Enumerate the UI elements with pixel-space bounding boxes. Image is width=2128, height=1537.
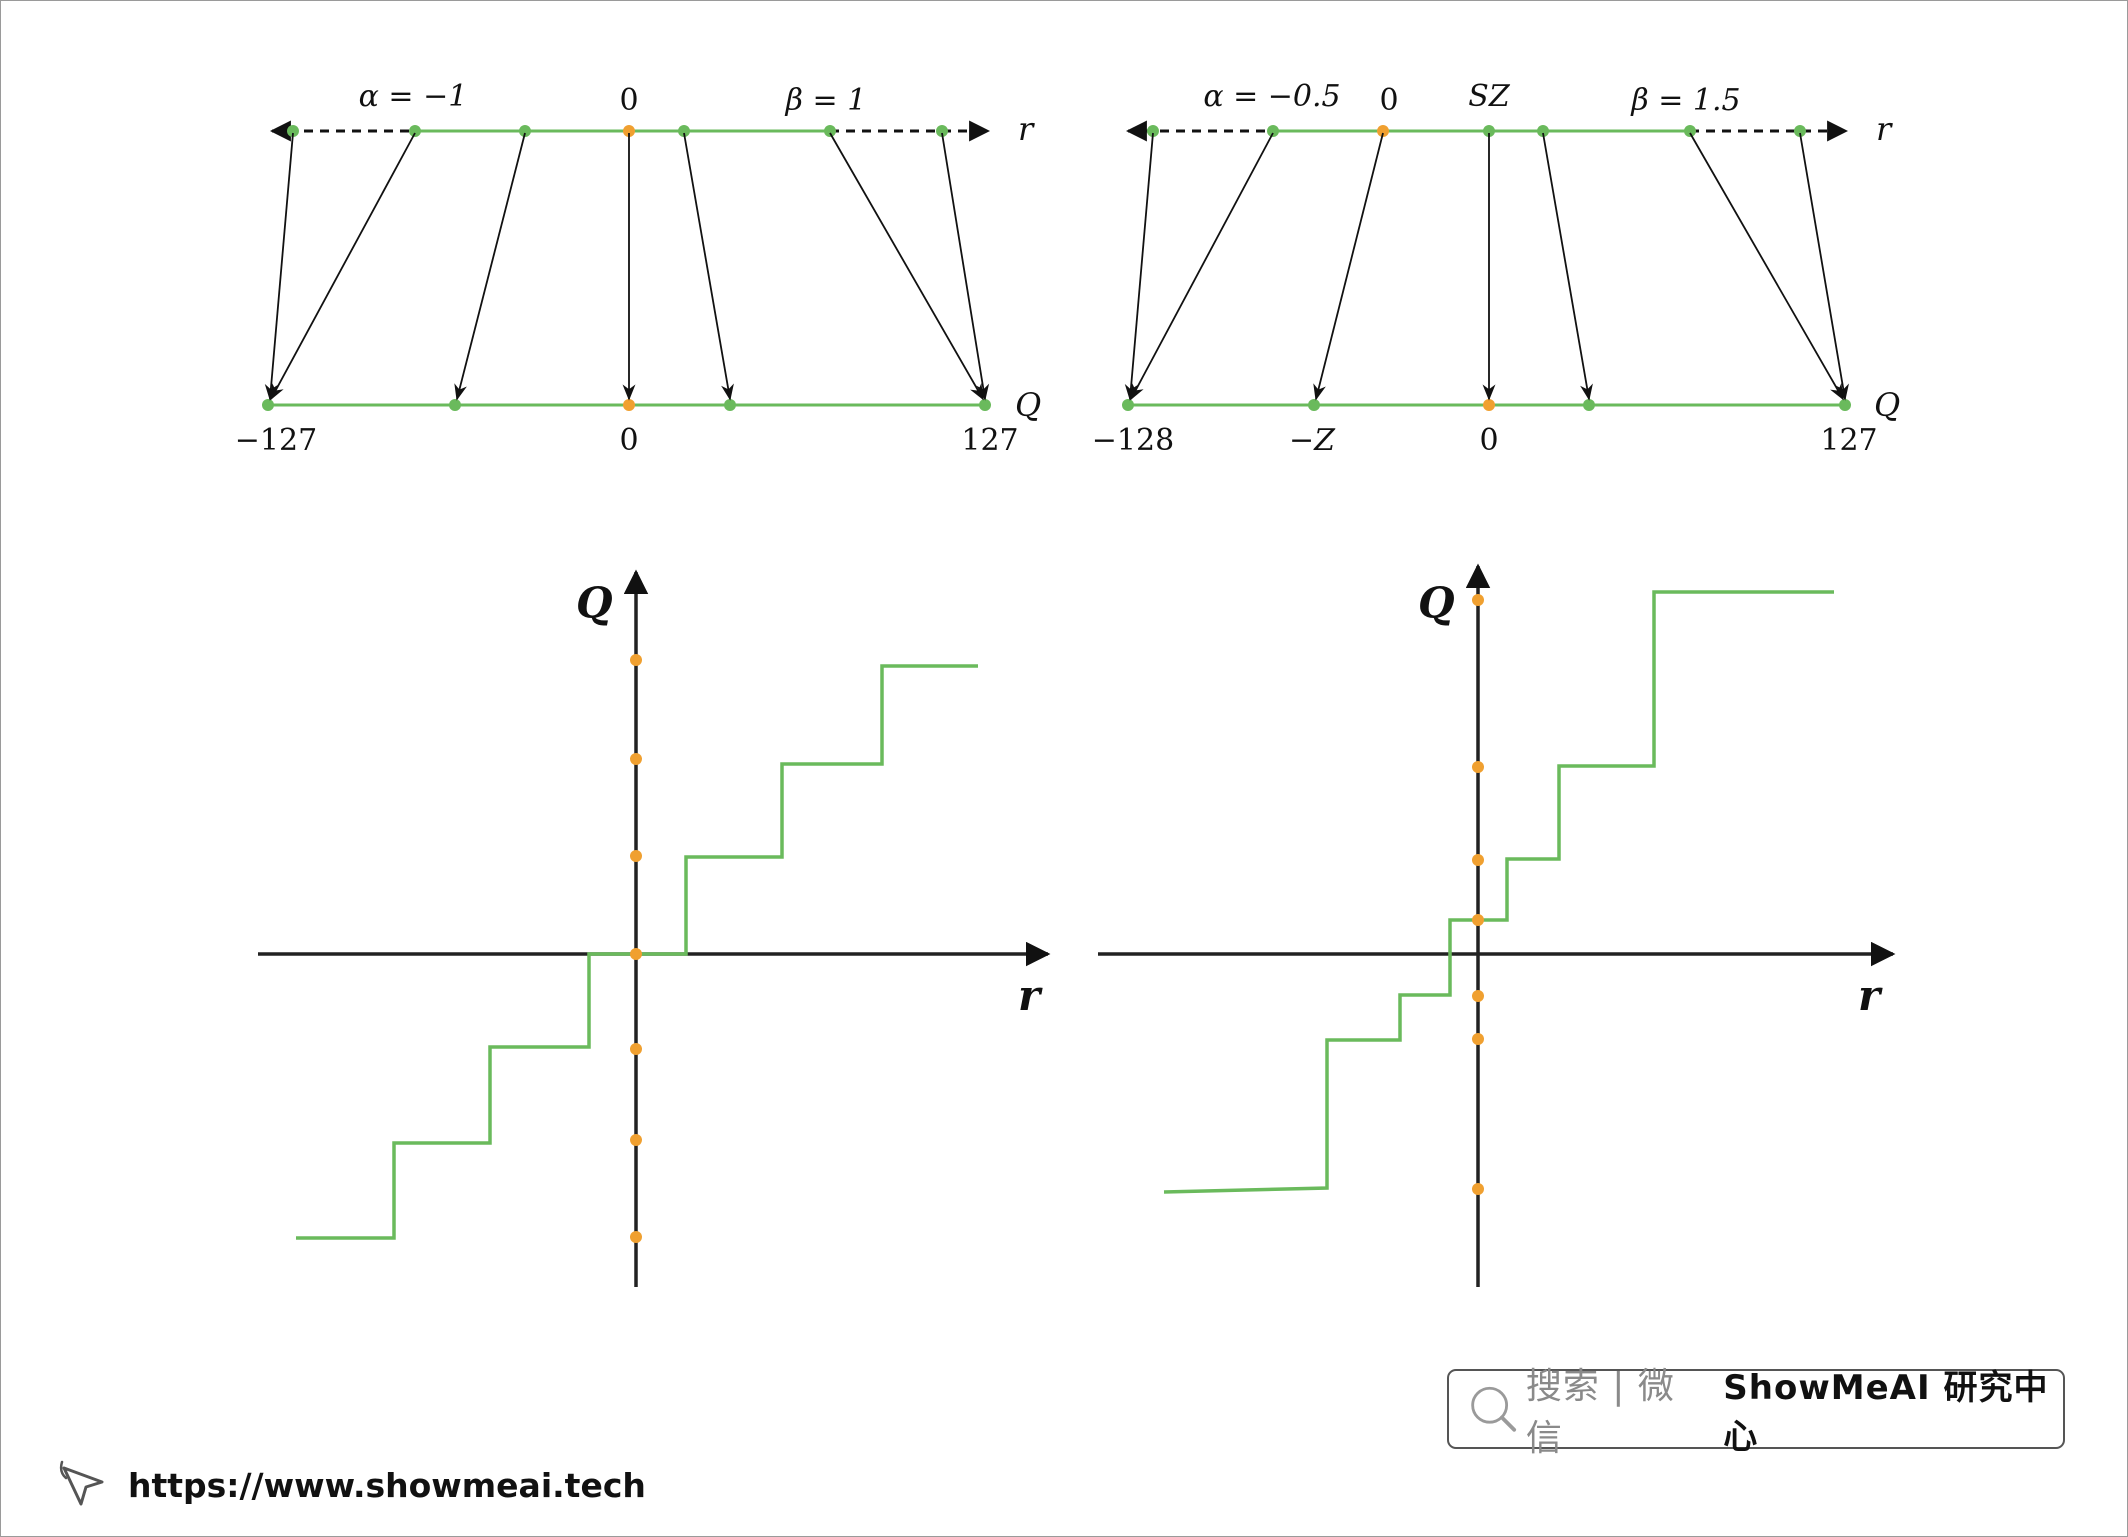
q-axis-label: Q xyxy=(1015,386,1041,424)
r-point xyxy=(287,125,299,137)
q-point-neg-z xyxy=(1308,399,1320,411)
mapping-arrows xyxy=(264,132,990,401)
q-point-min xyxy=(1122,399,1134,411)
beta-label: β = 1 xyxy=(785,83,867,118)
beta-label: β = 1.5 xyxy=(1630,83,1740,118)
q-min-label: −128 xyxy=(1092,423,1174,458)
symmetric-mapping-diagram: r Q α = −1 0 β = 1 −127 0 127 xyxy=(235,79,1041,458)
q-neg-z-label: −Z xyxy=(1289,423,1336,458)
r-point xyxy=(936,125,948,137)
brand-name: ShowMeAI 研究中心 xyxy=(1723,1368,2049,1457)
q-min-label: −127 xyxy=(235,423,317,458)
q-point-zero xyxy=(1483,399,1495,411)
q-zero-label: 0 xyxy=(1479,423,1498,458)
q-point xyxy=(724,399,736,411)
zero-label: 0 xyxy=(619,83,638,118)
asymmetric-step-plot: Q r xyxy=(1098,563,1896,1287)
r-axis-label: r xyxy=(1018,110,1035,148)
r-point xyxy=(1794,125,1806,137)
q-max-label: 127 xyxy=(961,423,1018,458)
zero-label: 0 xyxy=(1379,83,1398,118)
r-point-zero xyxy=(1377,125,1389,137)
q-zero-label: 0 xyxy=(619,423,638,458)
q-axis-label: Q xyxy=(1874,386,1900,424)
wechat-search-box[interactable]: 搜索 | 微信 ShowMeAI 研究中心 xyxy=(1447,1366,2065,1459)
alpha-label: α = −1 xyxy=(359,79,468,114)
cursor-icon xyxy=(59,1460,104,1506)
r-point xyxy=(678,125,690,137)
r-point xyxy=(519,125,531,137)
q-max-label: 127 xyxy=(1820,423,1877,458)
search-icon xyxy=(1471,1386,1517,1432)
r-axis-label: r xyxy=(1876,110,1893,148)
quantization-step-function xyxy=(1163,590,1834,1194)
r-point xyxy=(1537,125,1549,137)
x-axis-label: r xyxy=(1858,971,1883,1020)
r-point xyxy=(1147,125,1159,137)
q-point xyxy=(1583,399,1595,411)
alpha-label: α = −0.5 xyxy=(1203,79,1340,114)
r-point-sz xyxy=(1483,125,1495,137)
q-level-markers xyxy=(1472,594,1484,1195)
search-label: 搜索 | 微信 xyxy=(1525,1366,1675,1459)
r-point-beta xyxy=(824,125,836,137)
q-point-max xyxy=(1839,399,1851,411)
r-point-alpha xyxy=(409,125,421,137)
q-point xyxy=(449,399,461,411)
r-point-beta xyxy=(1684,125,1696,137)
q-level-markers xyxy=(630,654,642,1243)
website-url[interactable]: https://www.showmeai.tech xyxy=(128,1465,646,1505)
q-point-max xyxy=(979,399,991,411)
y-axis-label: Q xyxy=(576,578,613,627)
symmetric-step-plot: Q r xyxy=(258,569,1051,1287)
sz-label: SZ xyxy=(1468,79,1511,114)
r-point-zero xyxy=(623,125,635,137)
website-link[interactable]: https://www.showmeai.tech xyxy=(58,1458,646,1512)
asymmetric-mapping-diagram: r Q α = −0.5 0 SZ β = 1.5 −128 −Z 0 127 xyxy=(1092,79,1900,458)
q-point-min xyxy=(262,399,274,411)
x-axis-label: r xyxy=(1018,971,1043,1020)
mapping-arrows xyxy=(1124,132,1849,401)
r-point-alpha xyxy=(1267,125,1279,137)
y-axis-label: Q xyxy=(1418,578,1455,627)
q-point-zero xyxy=(623,399,635,411)
